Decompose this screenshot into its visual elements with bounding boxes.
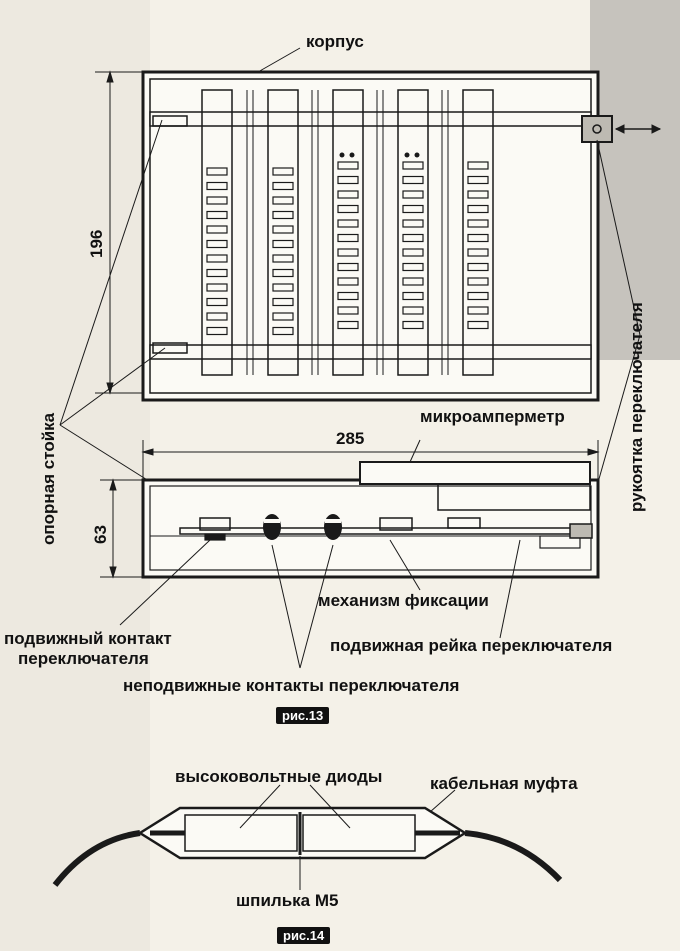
contact-pad: [206, 283, 228, 292]
contact-pad: [337, 320, 359, 330]
contact-pad: [337, 219, 359, 228]
contact-pad: [337, 175, 359, 185]
contact-pad: [337, 248, 359, 257]
handle-label: рукоятка переключателя: [627, 302, 646, 512]
contact-pad: [467, 190, 489, 199]
moving-rail-label: подвижная рейка переключателя: [330, 636, 613, 655]
contact-pad: [402, 219, 424, 228]
contact-pad: [337, 277, 359, 286]
contact-pad: [206, 196, 228, 205]
contact-pad: [272, 181, 294, 191]
contact-pad: [402, 248, 424, 257]
contact-pad: [337, 204, 359, 214]
contact-pad: [402, 306, 424, 315]
contact-pad: [272, 268, 294, 278]
dimension-lines: [59, 47, 641, 579]
contact-pad: [402, 161, 424, 170]
contact-pad: [402, 175, 424, 185]
contact-pad: [272, 283, 294, 292]
contact-pad: [206, 167, 228, 176]
figure-13-caption: рис.13: [276, 707, 330, 724]
contact-pad: [467, 175, 489, 185]
contact-pad: [206, 254, 228, 263]
contact-pad: [206, 181, 228, 191]
contact-pad: [467, 262, 489, 272]
contact-pad: [272, 312, 294, 321]
microammeter-label: микроамперметр: [420, 407, 565, 426]
moving-contact-label-2: переключателя: [18, 649, 149, 668]
contact-pad: [272, 254, 294, 263]
dots-marks: [339, 152, 420, 158]
contact-pad: [337, 306, 359, 315]
contact-pad: [337, 190, 359, 199]
contact-pad: [467, 204, 489, 214]
contact-pad: [402, 262, 424, 272]
contact-pad: [272, 326, 294, 336]
contact-pad: [467, 248, 489, 257]
contact-pad: [272, 167, 294, 176]
contact-pad: [402, 233, 424, 243]
contact-pad: [206, 210, 228, 220]
contact-pad: [467, 306, 489, 315]
dim-63-label: 63: [91, 525, 110, 544]
contact-pad: [337, 291, 359, 301]
stud-label: шпилька М5: [236, 891, 339, 910]
contact-pad: [337, 262, 359, 272]
contact-pad: [206, 312, 228, 321]
fixed-contacts-label: неподвижные контакты переключателя: [123, 676, 460, 695]
contact-pad: [402, 277, 424, 286]
cable-coupling: [52, 784, 563, 890]
contact-pad: [206, 268, 228, 278]
contact-pad: [467, 291, 489, 301]
contact-pad: [272, 210, 294, 220]
figure-14-caption: рис.14: [277, 927, 331, 944]
moving-contact-label-1: подвижный контакт: [4, 629, 172, 648]
contact-pad: [337, 233, 359, 243]
contact-pad: [206, 239, 228, 249]
contact-pad: [206, 297, 228, 307]
contact-pad: [467, 277, 489, 286]
contact-pad: [272, 297, 294, 307]
contact-strips: [201, 89, 494, 376]
contact-pad: [467, 161, 489, 170]
contact-pad: [467, 320, 489, 330]
dim-196-label: 196: [87, 229, 106, 258]
diodes-label: высоковольтные диоды: [175, 767, 383, 786]
contact-pad: [467, 233, 489, 243]
housing-label: корпус: [306, 32, 364, 51]
dim-285-label: 285: [336, 429, 365, 448]
contact-pad: [402, 291, 424, 301]
contact-pads: [206, 161, 489, 336]
housing-side-view: [119, 439, 600, 669]
contact-pad: [467, 219, 489, 228]
coupling-label: кабельная муфта: [430, 774, 578, 793]
contact-pad: [337, 161, 359, 170]
contact-pad: [206, 326, 228, 336]
contact-pad: [272, 225, 294, 234]
housing-top-view: [141, 70, 662, 402]
fixing-mechanism-label: механизм фиксации: [318, 591, 489, 610]
contact-pad: [272, 239, 294, 249]
contact-pad: [402, 320, 424, 330]
contact-pad: [402, 190, 424, 199]
contact-pad: [272, 196, 294, 205]
contact-pad: [402, 204, 424, 214]
contact-pad: [206, 225, 228, 234]
support-post-label: опорная стойка: [39, 412, 58, 545]
